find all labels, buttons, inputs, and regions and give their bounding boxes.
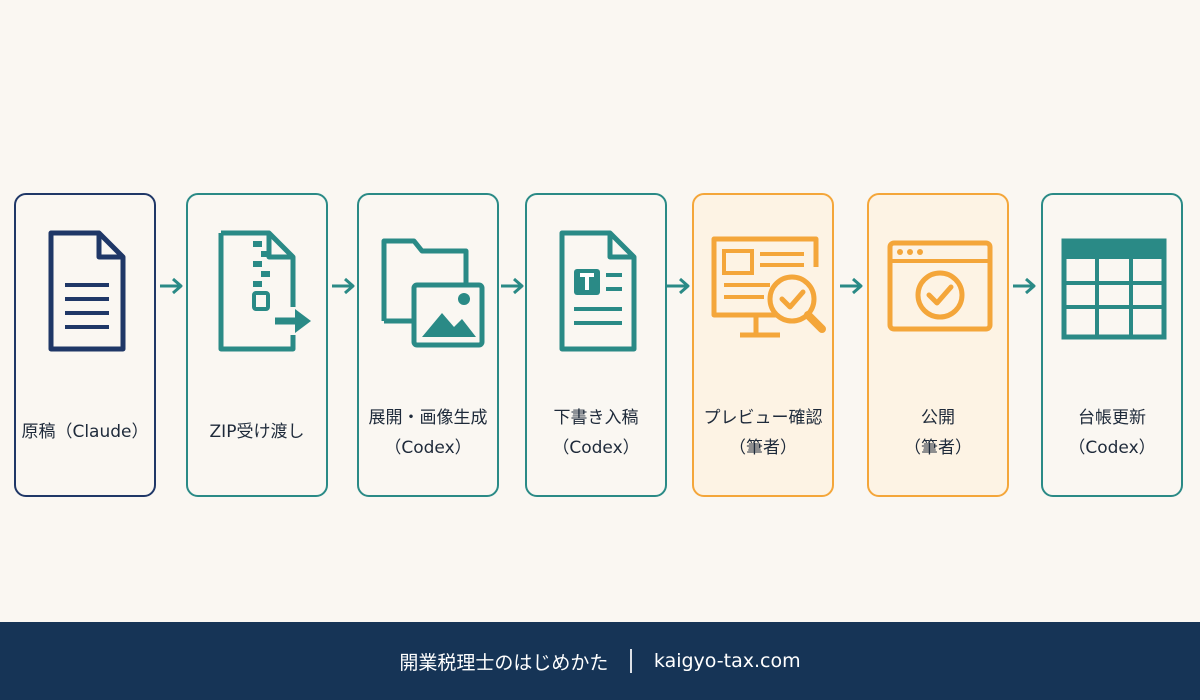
spreadsheet-icon (1043, 223, 1185, 353)
document-icon (16, 223, 158, 353)
preview-check-icon (694, 223, 836, 353)
step-label-line1: 展開・画像生成 (368, 408, 488, 428)
step-label-line1: プレビュー確認 (703, 408, 823, 428)
step-label: 原稿（Claude） (16, 417, 154, 447)
step-card-zip-handoff: ZIP受け渡し (186, 193, 328, 497)
workflow-diagram: 原稿（Claude） ZIP受け渡し (14, 193, 1183, 497)
step-label-line1: ZIP受け渡し (209, 422, 305, 442)
step-label-line1: 公開 (921, 408, 955, 428)
arrow-right-icon (1013, 277, 1036, 295)
step-card-draft: 原稿（Claude） (14, 193, 156, 497)
step-card-extract-generate: 展開・画像生成 （Codex） (357, 193, 499, 497)
step-label: 台帳更新 （Codex） (1043, 403, 1181, 463)
arrow-right-icon (667, 277, 690, 295)
step-label: 公開 （筆者） (869, 403, 1007, 463)
zip-transfer-icon (188, 223, 330, 353)
step-card-preview-check: プレビュー確認 （筆者） (692, 193, 834, 497)
arrow-right-icon (332, 277, 355, 295)
footer-bar: 開業税理士のはじめかた kaigyo-tax.com (0, 622, 1200, 700)
arrow-right-icon (501, 277, 524, 295)
site-name: 開業税理士のはじめかた (399, 651, 609, 674)
step-label-line1: 原稿（Claude） (21, 422, 149, 442)
step-label-line2: （Codex） (552, 438, 640, 458)
step-label: 展開・画像生成 （Codex） (359, 403, 497, 463)
folder-image-icon (359, 223, 501, 353)
step-label-line2: （筆者） (729, 438, 797, 458)
text-document-icon (527, 223, 669, 353)
footer-divider (630, 649, 632, 673)
step-card-publish: 公開 （筆者） (867, 193, 1009, 497)
arrow-right-icon (160, 277, 183, 295)
step-card-draft-submit: 下書き入稿 （Codex） (525, 193, 667, 497)
step-label-line1: 下書き入稿 (553, 408, 639, 428)
step-label-line2: （Codex） (384, 438, 472, 458)
step-label-line2: （Codex） (1068, 438, 1156, 458)
site-domain-link[interactable]: kaigyo-tax.com (653, 650, 801, 672)
step-label: 下書き入稿 （Codex） (527, 403, 665, 463)
step-label: プレビュー確認 （筆者） (694, 403, 832, 463)
step-label-line1: 台帳更新 (1078, 408, 1146, 428)
arrow-right-icon (840, 277, 863, 295)
browser-check-icon (869, 223, 1011, 353)
step-label: ZIP受け渡し (188, 417, 326, 447)
step-card-ledger-update: 台帳更新 （Codex） (1041, 193, 1183, 497)
step-label-line2: （筆者） (904, 438, 972, 458)
